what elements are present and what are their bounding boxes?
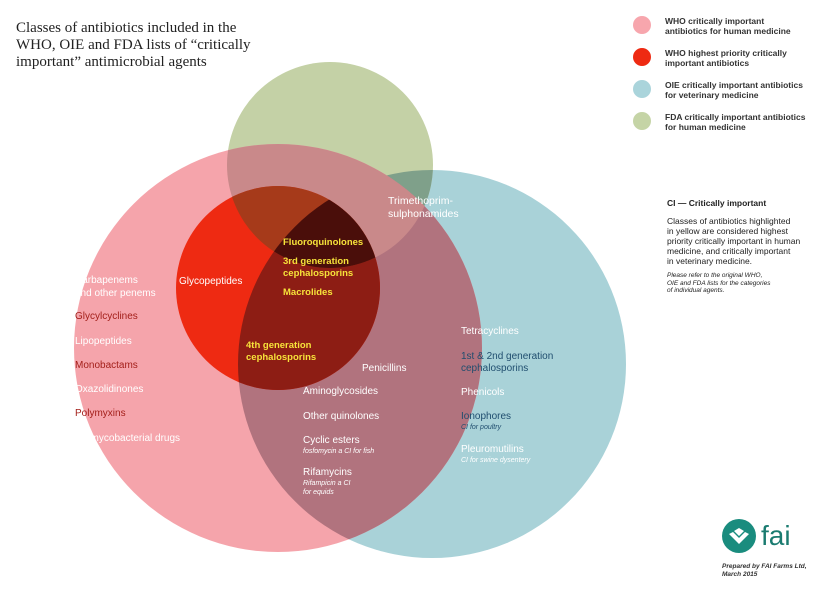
label-polymyxins: Polymyxins <box>75 408 126 419</box>
label-4th-gen: 4th generation <box>246 340 312 351</box>
ci-body-line: in yellow are considered highest <box>667 226 788 236</box>
ci-note-line: of individual agents. <box>667 287 725 294</box>
note-cyclic-esters: fosfomycin a CI for fish <box>303 448 374 455</box>
label-carbapenems-2: and other penems <box>75 288 156 299</box>
label-fluoroquinolones: Fluoroquinolones <box>283 237 363 248</box>
label-penicillins: Penicillins <box>362 363 406 374</box>
who-fda-overlap <box>227 144 433 268</box>
label-trimethoprim: Trimethoprim- <box>388 195 453 207</box>
label-macrolides: Macrolides <box>283 287 333 298</box>
legend-line: for human medicine <box>665 122 746 132</box>
label-pleuromutilins: Pleuromutilins <box>461 444 524 455</box>
fai-leaf-icon <box>722 519 756 553</box>
label-aminoglycosides: Aminoglycosides <box>303 386 378 397</box>
legend-line: WHO critically important <box>665 16 765 26</box>
ci-body-line: in veterinary medicine. <box>667 256 753 266</box>
label-trimethoprim-2: sulphonamides <box>388 208 459 220</box>
legend-line: WHO highest priority critically <box>665 48 787 58</box>
credit-line: March 2015 <box>722 571 758 578</box>
ci-note: Please refer to the original WHO, OIE an… <box>667 272 817 295</box>
label-phenicols: Phenicols <box>461 387 504 398</box>
legend-label: OIE critically important antibiotics for… <box>665 80 803 100</box>
label-ionophores: Ionophores <box>461 411 511 422</box>
leaf-left <box>729 532 739 544</box>
label-glycopeptides: Glycopeptides <box>179 276 242 287</box>
label-other-quinolones: Other quinolones <box>303 411 379 422</box>
label-oxazolidinones: Oxazolidinones <box>75 384 143 395</box>
label-tb: TB/mycobacterial drugs <box>75 433 180 444</box>
title-line: Classes of antibiotics included in the <box>16 20 237 36</box>
legend-swatch <box>633 16 651 34</box>
label-glycylcyclines: Glycylcyclines <box>75 311 138 322</box>
title-line: important” antimicrobial agents <box>16 54 207 70</box>
ci-body-line: priority critically important in human <box>667 236 801 246</box>
legend-line: OIE critically important antibiotics <box>665 80 803 90</box>
credit-note: Prepared by FAI Farms Ltd, March 2015 <box>722 563 822 579</box>
legend-label: WHO critically important antibiotics for… <box>665 16 791 36</box>
ci-body-line: medicine, and critically important <box>667 246 791 256</box>
legend-item-oie: OIE critically important antibiotics for… <box>633 80 813 100</box>
legend-line: for veterinary medicine <box>665 90 759 100</box>
note-pleuromutilins: CI for swine dysentery <box>461 457 531 464</box>
legend-swatch <box>633 80 651 98</box>
leaf-glyph <box>729 528 749 544</box>
note-rifamycins: Rifampicin a CI <box>303 480 351 487</box>
label-lipopeptides: Lipopeptides <box>75 336 132 347</box>
leaf-top <box>734 528 744 536</box>
label-cyclic-esters: Cyclic esters <box>303 435 360 446</box>
legend-swatch <box>633 112 651 130</box>
legend: WHO critically important antibiotics for… <box>633 16 813 144</box>
label-3rd-gen: 3rd generation <box>283 256 349 267</box>
label-4th-gen-2: cephalosporins <box>246 352 316 363</box>
ci-body: Classes of antibiotics highlighted in ye… <box>667 216 817 266</box>
label-tetracyclines: Tetracyclines <box>461 326 519 337</box>
title-line: WHO, OIE and FDA lists of “critically <box>16 37 251 53</box>
ci-body-line: Classes of antibiotics highlighted <box>667 216 791 226</box>
label-1st-2nd-gen-2: cephalosporins <box>461 363 528 374</box>
ci-heading: CI — Critically important <box>667 198 767 208</box>
label-3rd-gen-2: cephalosporins <box>283 268 353 279</box>
ci-explanation: CI — Critically important Classes of ant… <box>667 198 817 295</box>
label-rifamycins: Rifamycins <box>303 467 352 478</box>
legend-line: FDA critically important antibiotics <box>665 112 806 122</box>
credit-line: Prepared by FAI Farms Ltd, <box>722 563 807 570</box>
legend-item-fda: FDA critically important antibiotics for… <box>633 112 813 132</box>
ci-note-line: Please refer to the original WHO, <box>667 272 763 279</box>
note-ionophores: CI for poultry <box>461 424 502 431</box>
legend-line: antibiotics for human medicine <box>665 26 791 36</box>
legend-line: important antibiotics <box>665 58 750 68</box>
legend-label: WHO highest priority critically importan… <box>665 48 787 68</box>
legend-label: FDA critically important antibiotics for… <box>665 112 805 132</box>
fai-logo: fai <box>722 519 791 553</box>
legend-item-who-ci: WHO critically important antibiotics for… <box>633 16 813 36</box>
label-1st-2nd-gen: 1st & 2nd generation <box>461 351 553 362</box>
legend-swatch <box>633 48 651 66</box>
note-rifamycins-2: for equids <box>303 489 334 496</box>
core-overlap <box>238 186 380 268</box>
legend-item-who-highest: WHO highest priority critically importan… <box>633 48 813 68</box>
label-carbapenems: Carbapenems <box>75 275 138 286</box>
diagram-title: Classes of antibiotics included in the W… <box>16 20 316 71</box>
fai-wordmark: fai <box>761 520 791 551</box>
leaf-right <box>739 532 749 544</box>
ci-note-line: OIE and FDA lists for the categories <box>667 279 771 287</box>
label-monobactams: Monobactams <box>75 360 138 371</box>
